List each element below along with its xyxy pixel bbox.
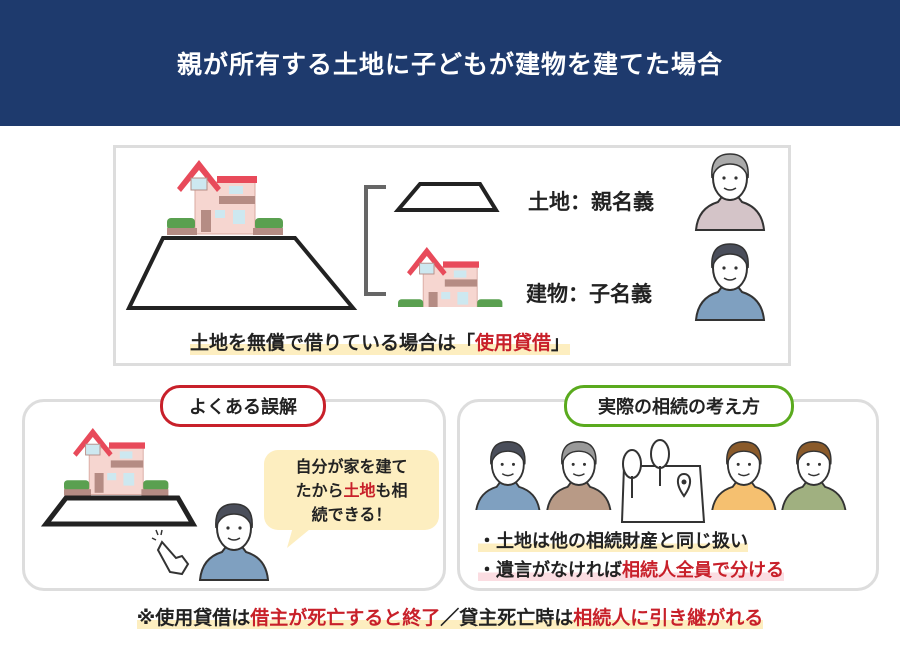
ownership-box	[113, 145, 791, 366]
daughter-avatar	[710, 440, 777, 510]
land-with-trees-icon	[620, 439, 706, 523]
land-owner-label: 土地：親名義	[528, 190, 654, 214]
child-avatar	[695, 243, 765, 321]
footer-note: ※使用貸借は借主が死亡すると終了／貸主死亡時は相続人に引き継がれる	[136, 607, 764, 629]
small-house-icon	[398, 247, 503, 307]
header-banner: 親が所有する土地に子どもが建物を建てた場合	[0, 0, 900, 126]
child-avatar	[199, 503, 269, 581]
mother-avatar	[545, 440, 612, 510]
bullet-item: ・土地は他の相続財産と同じ扱い	[478, 531, 748, 552]
bubble-line: 自分が家を建て	[295, 457, 408, 476]
bracket-and-land-icon	[364, 182, 500, 296]
actual-title: 実際の相続の考え方	[564, 385, 794, 427]
house-on-land-illustration	[40, 428, 198, 527]
bubble-line: たから土地も相	[295, 481, 408, 500]
misconception-title: よくある誤解	[160, 385, 326, 427]
house-on-land-illustration	[125, 160, 358, 310]
parent-avatar	[695, 153, 765, 231]
building-owner-label: 建物：子名義	[526, 282, 652, 306]
bullet-item: ・遺言がなければ相続人全員で分ける	[478, 560, 784, 581]
speech-bubble: 自分が家を建て たから土地も相 続できる！	[264, 450, 439, 530]
pointing-hand-icon	[151, 529, 190, 576]
page-title: 親が所有する土地に子どもが建物を建てた場合	[176, 50, 723, 79]
son-avatar	[474, 440, 541, 510]
son-in-law-avatar	[780, 440, 847, 510]
bubble-line: 続できる！	[311, 505, 392, 524]
loan-caption: 土地を無償で借りている場合は「使用貸借」	[190, 328, 571, 355]
